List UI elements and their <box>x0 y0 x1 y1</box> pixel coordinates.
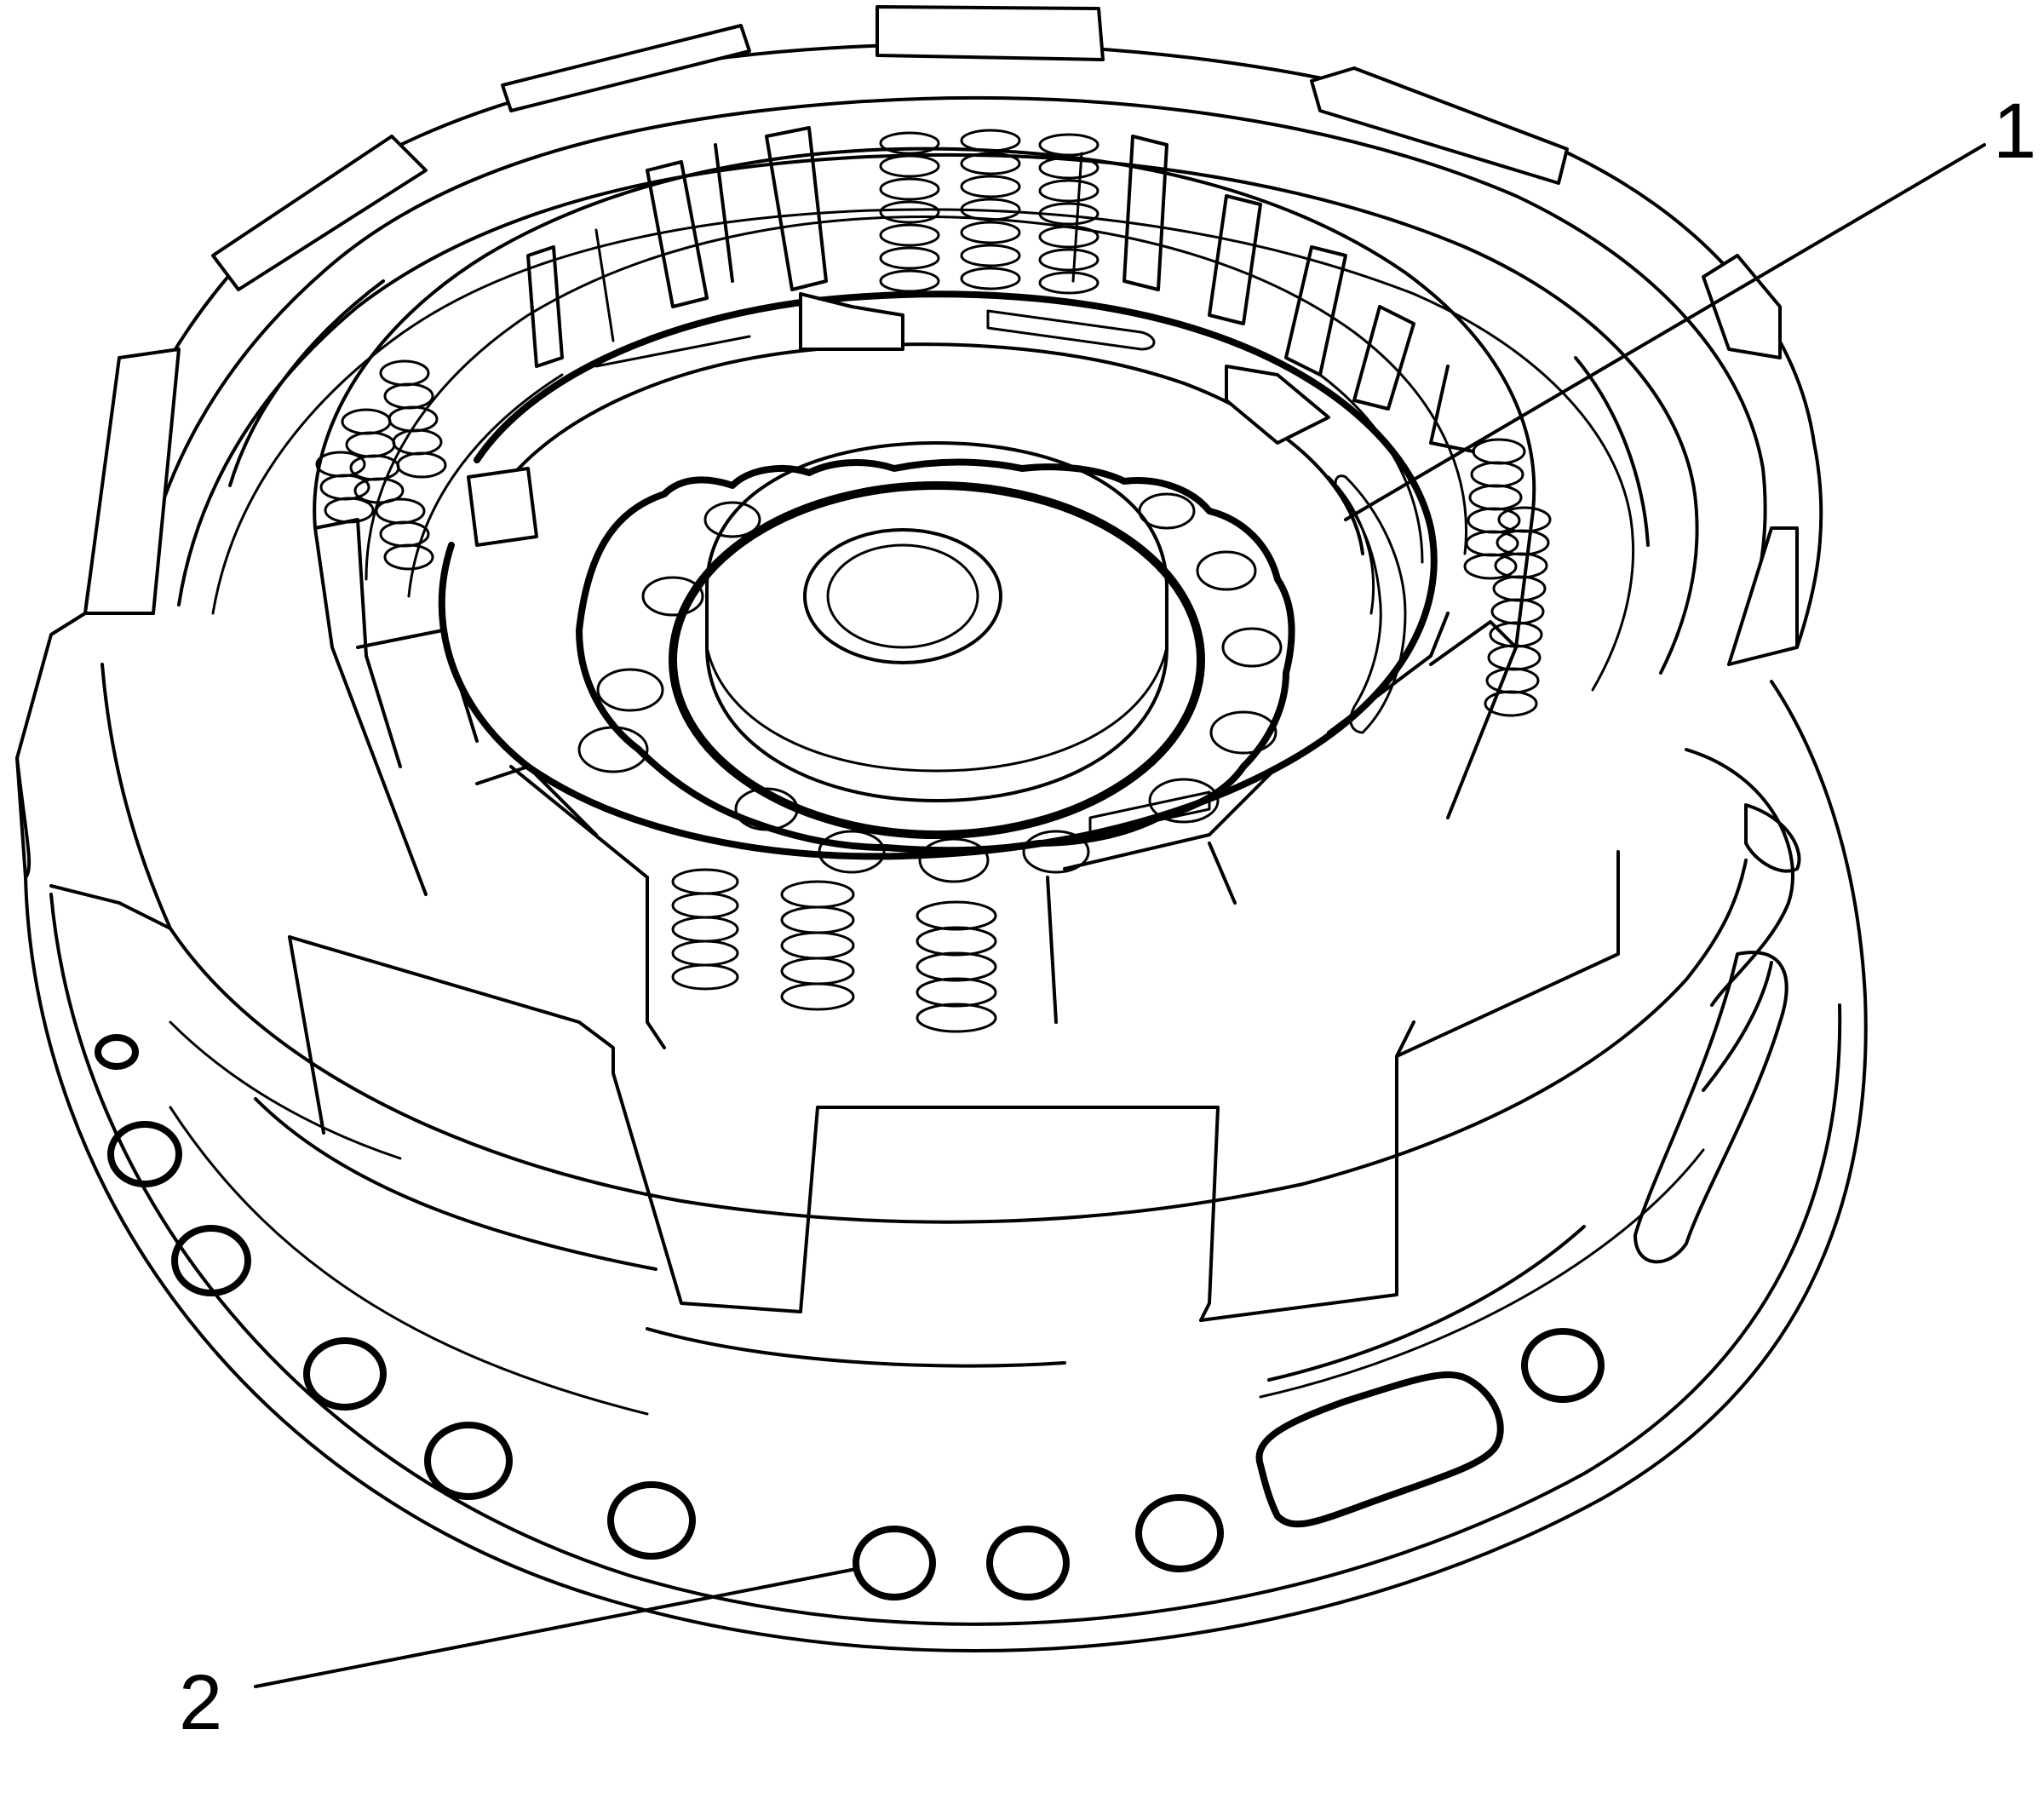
housing-base <box>15 612 1868 1652</box>
return-springs-left <box>315 359 447 571</box>
clutch-drum-body <box>100 663 1748 1382</box>
fluid-passage-holes <box>95 1034 1605 1600</box>
return-springs-bottom <box>671 868 997 1033</box>
clutch-piston-seal-inner <box>1334 474 1407 734</box>
callout-2: 2 <box>179 1567 858 1746</box>
return-springs-top <box>879 129 1100 295</box>
outer-drum-rim <box>83 42 1823 692</box>
spring-top-3 <box>1038 133 1100 295</box>
fluid-passage-seal-ring <box>853 1526 936 1600</box>
splined-hub <box>576 458 1295 883</box>
center-hub <box>669 441 1205 839</box>
callout-1: 1 <box>1344 88 2036 521</box>
callout-label-2: 2 <box>179 1659 222 1746</box>
clutch-plate-fingers <box>526 126 1475 453</box>
callout-label-1: 1 <box>1993 88 2036 175</box>
rim-tabs <box>83 5 1799 666</box>
lower-clutch-segments <box>313 518 1518 1049</box>
spring-top-1 <box>879 131 940 293</box>
housing-slot <box>1633 951 1788 1264</box>
spring-retainer <box>438 290 1438 860</box>
spring-top-2 <box>960 129 1021 290</box>
return-springs-right <box>1463 438 1552 717</box>
